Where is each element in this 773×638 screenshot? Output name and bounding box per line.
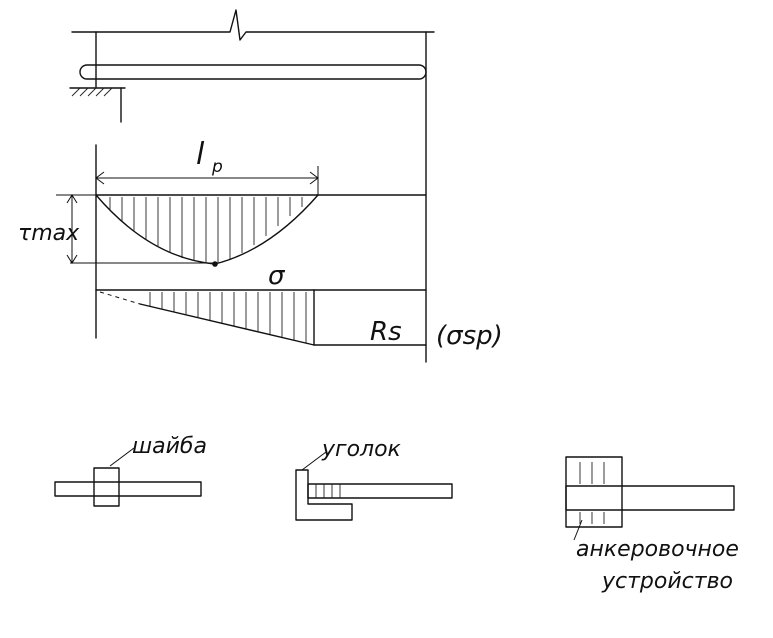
tau-max-label: τmax [18, 221, 80, 246]
tau-max-arrow-bottom [66, 254, 78, 264]
washer-anchor: шайба [54, 434, 207, 507]
support-hatch [71, 87, 113, 97]
tau-max-point [212, 261, 218, 267]
tau-curve [95, 194, 319, 265]
beam-elevation [69, 9, 435, 363]
angle-bar [307, 483, 453, 499]
sigma-hatch [149, 292, 307, 343]
anchor-device-body [565, 456, 623, 528]
tau-hatch [109, 197, 303, 263]
angle-anchor: уголок [295, 437, 453, 521]
anchor-device-hatch [579, 462, 605, 524]
angle-leader [301, 451, 327, 471]
bar-stress-diagram: σ Rs (σsp) [95, 261, 503, 351]
bond-stress-diagram: l p τmax [18, 137, 427, 339]
washer-plate [93, 467, 120, 507]
anchor-device: анкеровочное устройство [565, 456, 739, 594]
sigma-label: σ [268, 261, 286, 291]
washer-bar [54, 481, 202, 497]
washer-label: шайба [132, 434, 207, 459]
lp-arrow-left [95, 171, 105, 185]
beam-top-edge [71, 9, 435, 41]
anchor-device-bar [565, 485, 735, 511]
lp-label-subscript: p [211, 157, 223, 177]
washer-leader [109, 447, 135, 467]
anchor-device-leader [573, 519, 583, 541]
angle-weld-hatch [315, 484, 341, 498]
angle-profile [295, 469, 353, 521]
sigma-slope [139, 303, 315, 346]
sigma-sp-label: (σsp) [436, 321, 503, 351]
reinforcing-bar [79, 64, 427, 80]
lp-label: l [196, 137, 205, 172]
rs-label: Rs [370, 317, 402, 347]
anchor-device-label-line1: анкеровочное [576, 537, 739, 562]
anchor-device-label-line2: устройство [601, 569, 733, 594]
sigma-dashed-start [99, 291, 141, 305]
angle-label: уголок [321, 437, 402, 462]
